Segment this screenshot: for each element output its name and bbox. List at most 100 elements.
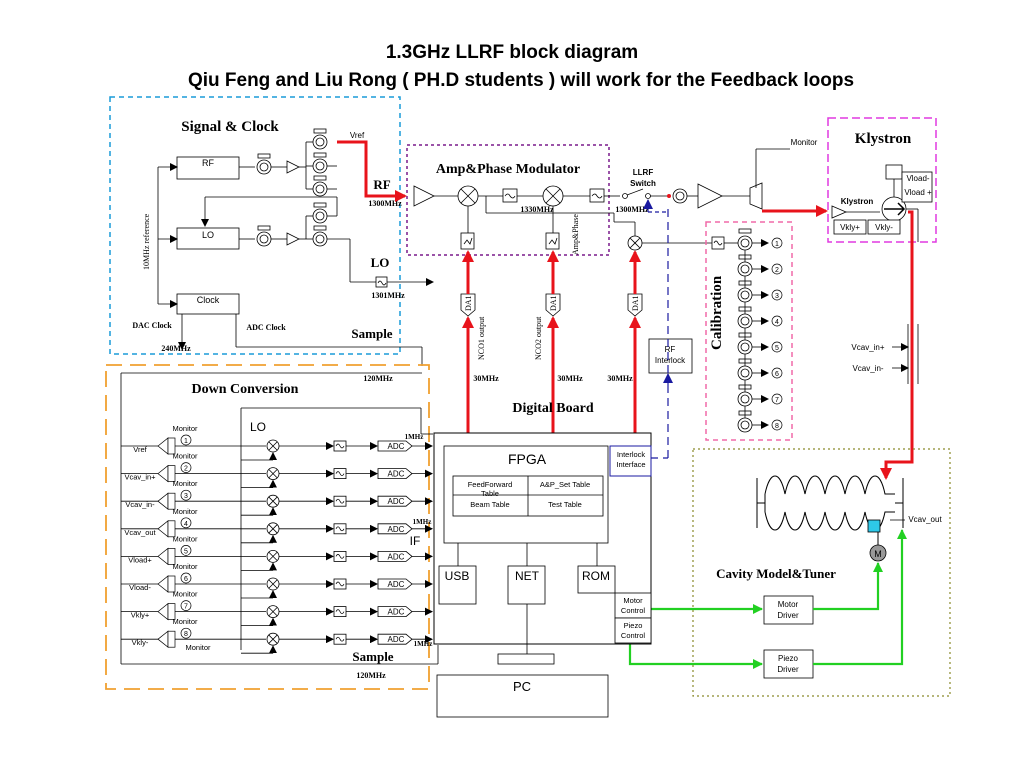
dc-channel-name: Vcav_out xyxy=(124,528,156,537)
fpga-label: FPGA xyxy=(508,451,547,467)
da1-b: DA1 xyxy=(549,295,558,311)
motor-driver-box xyxy=(763,595,814,625)
calibration-ports: 1 2 3 4 5 6 7 8 xyxy=(724,228,783,433)
sc-240mhz: 240MHz xyxy=(161,344,191,353)
dc-if: IF xyxy=(410,534,421,548)
dc-channel-name: Vload- xyxy=(129,583,151,592)
calibration-port: 2 xyxy=(737,250,783,277)
sc-adc-clock: ADC Clock xyxy=(246,323,286,332)
nco1-label: NCO1 output xyxy=(477,316,486,360)
dc-adc-label: ADC xyxy=(388,497,405,506)
calibration-port: 5 xyxy=(737,328,783,355)
dc-channel-number: 2 xyxy=(184,466,188,473)
sc-lo-out: LO xyxy=(371,255,390,270)
mod-1330: 1330MHz xyxy=(520,205,554,214)
calibration-region xyxy=(705,221,793,441)
digital-title: Digital Board xyxy=(512,401,593,416)
calibration-port-number: 6 xyxy=(775,371,779,378)
net-label: NET xyxy=(515,569,540,583)
calibration-port-number: 8 xyxy=(775,423,779,430)
table-cell-1a: FeedForward xyxy=(468,480,513,489)
klystron-label: Klystron xyxy=(841,197,874,206)
f30-c: 30MHz xyxy=(607,374,633,383)
sc-clock-label: Clock xyxy=(197,295,220,305)
ilk-line2: Interface xyxy=(616,460,645,469)
calibration-port: 1 xyxy=(737,228,783,251)
pc-label: PC xyxy=(513,679,531,694)
sc-ref10-label: 10MHz reference xyxy=(142,213,151,270)
table-cell-4: Test Table xyxy=(548,500,582,509)
da1-c: DA1 xyxy=(631,295,640,311)
sc-rf-freq: 1300MHz xyxy=(368,199,402,208)
dc-monitor-label: Monitor xyxy=(172,424,198,433)
rf-interlock-line2: Interlock xyxy=(655,356,686,365)
mod-1300: 1300MHz xyxy=(615,205,649,214)
rf-interlock-box xyxy=(648,338,693,374)
klystron-title: Klystron xyxy=(855,131,912,147)
motor-driver-l1: Motor xyxy=(778,600,799,609)
dc-title: Down Conversion xyxy=(192,382,299,397)
dc-monitor-label: Monitor xyxy=(172,534,198,543)
rf-interlock-line1: RF xyxy=(665,345,676,354)
dc-monitor-label: Monitor xyxy=(172,479,198,488)
dc-1mhz-a: 1MHz xyxy=(405,433,424,441)
signal-clock-title: Signal & Clock xyxy=(181,119,279,135)
dc-channel-name: Vcav_in- xyxy=(125,500,155,509)
dc-sample: Sample xyxy=(352,649,393,664)
usb-label: USB xyxy=(445,569,470,583)
dc-monitor-label: Monitor xyxy=(172,507,198,516)
calibration-port: 7 xyxy=(737,380,783,407)
piezo-driver-l1: Piezo xyxy=(778,654,799,663)
dc-120mhz: 120MHz xyxy=(356,671,386,680)
calibration-port-number: 1 xyxy=(775,241,779,248)
tuner-block xyxy=(867,519,881,533)
calibration-port-number: 7 xyxy=(775,397,779,404)
dc-channel-number: 4 xyxy=(184,521,188,528)
rom-label: ROM xyxy=(582,569,610,583)
motor-label: M xyxy=(874,549,882,559)
motor-icon xyxy=(869,544,887,562)
llrf-switch-line1: LLRF xyxy=(633,168,654,177)
motor-control-l1: Motor xyxy=(623,596,643,605)
monitor-label-top: Monitor xyxy=(791,138,818,147)
klystron-to-cavity-red xyxy=(880,210,914,480)
nco2-label: NCO2 output xyxy=(534,316,543,360)
dc-channel-number: 3 xyxy=(184,493,188,500)
motor-control-l2: Control xyxy=(621,606,646,615)
dc-1mhz-c: 1MHz xyxy=(414,640,433,648)
calibration-title: Calibration xyxy=(709,275,725,350)
table-cell-1b: Table xyxy=(481,489,499,498)
piezo-control-l2: Control xyxy=(621,631,646,640)
dc-channel-number: 6 xyxy=(184,576,188,583)
red-dot-switch xyxy=(667,194,671,198)
dc-channel-name: Vload+ xyxy=(128,555,152,564)
calibration-port: 8 xyxy=(737,406,783,433)
cavity-title: Cavity Model&Tuner xyxy=(716,566,836,581)
calibration-port-number: 4 xyxy=(775,319,779,326)
dc-adc-label: ADC xyxy=(388,635,405,644)
dc-adc-label: ADC xyxy=(388,470,405,479)
dc-channel-number: 8 xyxy=(184,631,188,638)
dc-monitor-label: Monitor xyxy=(172,617,198,626)
dc-lo: LO xyxy=(250,420,266,434)
sc-sample: Sample xyxy=(351,326,392,341)
vload-plus: Vload + xyxy=(904,188,932,197)
dc-channel-name: Vcav_in+ xyxy=(124,473,156,482)
vcav-in-minus: Vcav_in- xyxy=(852,364,883,373)
vload-minus: Vload- xyxy=(906,174,929,183)
dc-adc-label: ADC xyxy=(388,552,405,561)
piezo-control-l1: Piezo xyxy=(624,621,643,630)
dac-red-arrows xyxy=(462,250,641,433)
cavity-region xyxy=(692,448,951,697)
klystron-region xyxy=(827,117,937,243)
calibration-port-number: 3 xyxy=(775,293,779,300)
io-boxes xyxy=(436,543,652,718)
